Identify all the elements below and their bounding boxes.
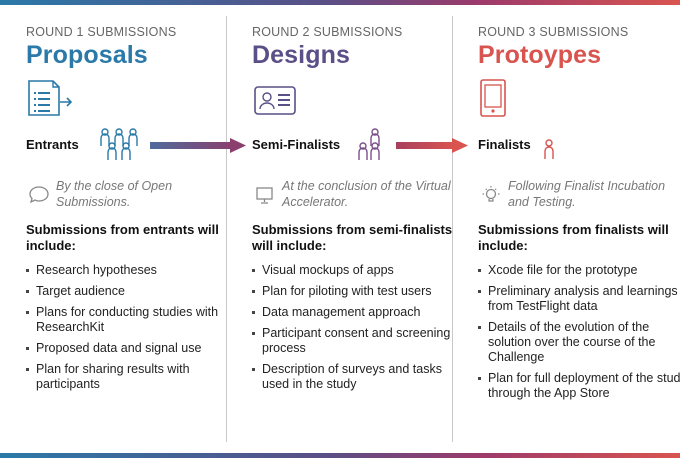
person-icon — [544, 139, 554, 159]
includes-heading: Submissions from finalists will include: — [478, 222, 669, 253]
document-list-icon — [28, 80, 73, 116]
list-item: Plan for full deployment of the study th… — [478, 371, 680, 401]
submission-list: Xcode file for the prototype Preliminary… — [478, 263, 680, 407]
stage-title: Designs — [252, 41, 350, 69]
list-item: Data management approach — [252, 305, 462, 320]
tier-label: Entrants — [26, 137, 79, 152]
round-note: By the close of Open Submissions. — [56, 179, 173, 209]
column-divider — [226, 16, 227, 442]
column-divider — [452, 16, 453, 442]
arrow-right-icon — [396, 138, 468, 153]
round-label: ROUND 2 SUBMISSIONS — [252, 25, 403, 39]
tablet-icon — [480, 79, 506, 117]
list-item: Plan for sharing results with participan… — [26, 362, 236, 392]
lightbulb-icon — [482, 186, 500, 202]
list-item: Description of surveys and tasks used in… — [252, 362, 462, 392]
list-item: Participant consent and screening proces… — [252, 326, 462, 356]
list-item: Xcode file for the prototype — [478, 263, 680, 278]
list-item: Proposed data and signal use — [26, 341, 236, 356]
round-2-column: ROUND 2 SUBMISSIONS Designs Semi-Finalis… — [252, 5, 464, 453]
id-card-icon — [254, 86, 296, 115]
list-item: Target audience — [26, 284, 236, 299]
submission-list: Visual mockups of apps Plan for piloting… — [252, 263, 462, 398]
speech-bubble-icon — [29, 186, 49, 203]
arrow-right-icon — [150, 138, 246, 153]
bottom-gradient-bar — [0, 453, 680, 458]
list-item: Plans for conducting studies with Resear… — [26, 305, 236, 335]
people-group-small-icon — [358, 128, 380, 160]
list-item: Plan for piloting with test users — [252, 284, 462, 299]
submission-list: Research hypotheses Target audience Plan… — [26, 263, 236, 398]
stage-title: Protoypes — [478, 41, 602, 69]
list-item: Visual mockups of apps — [252, 263, 462, 278]
monitor-icon — [256, 187, 273, 204]
round-label: ROUND 3 SUBMISSIONS — [478, 25, 629, 39]
round-label: ROUND 1 SUBMISSIONS — [26, 25, 177, 39]
people-group-large-icon — [100, 128, 138, 160]
round-note: Following Finalist Incubation and Testin… — [508, 179, 666, 209]
round-1-column: ROUND 1 SUBMISSIONS Proposals Entrants B… — [26, 5, 238, 453]
list-item: Details of the evolution of the solution… — [478, 320, 680, 365]
tier-label: Semi-Finalists — [252, 137, 341, 152]
list-item: Research hypotheses — [26, 263, 236, 278]
top-gradient-bar — [0, 0, 680, 5]
includes-heading: Submissions from semi-finalists will inc… — [252, 222, 453, 253]
includes-heading: Submissions from entrants will include: — [26, 222, 219, 253]
tier-label: Finalists — [478, 137, 531, 152]
round-note: At the conclusion of the Virtual Acceler… — [282, 179, 451, 209]
list-item: Preliminary analysis and learnings from … — [478, 284, 680, 314]
stage-title: Proposals — [26, 41, 148, 69]
round-3-column: ROUND 3 SUBMISSIONS Protoypes Finalists … — [478, 5, 680, 453]
